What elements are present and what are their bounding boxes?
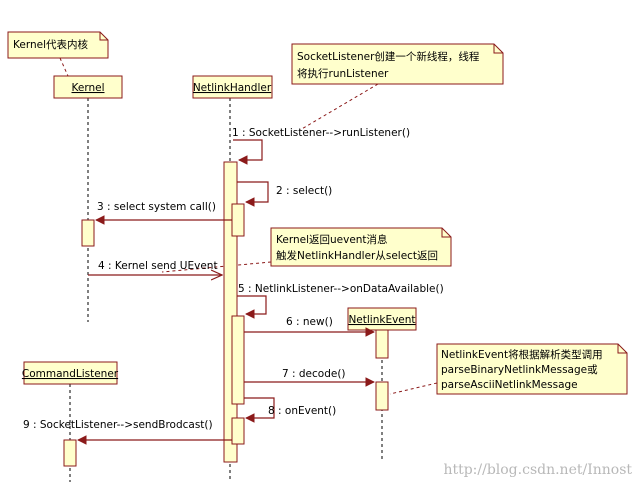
message-6-label: 6 : new(): [286, 316, 333, 328]
socketlistener-note-line-2: 将执行runListener: [297, 67, 389, 80]
message-7: 7 : decode(): [244, 368, 375, 387]
kernel-object-label: Kernel: [72, 82, 105, 94]
socketlistener-note-connector: [299, 83, 379, 131]
netlinkevent-note-connector: [389, 382, 438, 395]
message-8-label: 8 : onEvent(): [268, 405, 336, 417]
message-2-label: 2 : select(): [276, 185, 332, 197]
kernel-object: Kernel: [53, 75, 123, 99]
kernel-uevent-note: Kernel返回uevent消息 触发NetlinkHandler从select…: [270, 227, 452, 267]
kernel-uevent-note-line-1: Kernel返回uevent消息: [276, 233, 388, 246]
message-3-label: 3 : select system call(): [97, 201, 216, 213]
kernel-uevent-note-connector: [161, 261, 272, 273]
message-9: 9 : SocketListener-->sendBrodcast(): [23, 419, 232, 445]
commandlistener-object: CommandListener: [22, 361, 119, 385]
netlinkhandler-activation-select: [231, 203, 245, 237]
netlinkhandler-activation-ondataavailable: [231, 315, 245, 405]
message-4: 4 : Kernel send UEvent: [88, 260, 222, 275]
socketlistener-note: SocketListener创建一个新线程，线程 将执行runListener: [291, 43, 504, 85]
message-4-label: 4 : Kernel send UEvent: [98, 260, 218, 272]
watermark: http://blog.csdn.net/Innost: [443, 462, 632, 478]
kernel-note-connector: [59, 57, 69, 77]
message-1-label: 1 : SocketListener-->runListener(): [232, 127, 410, 139]
message-6: 6 : new(): [244, 316, 375, 337]
kernel-note-text: Kernel代表内核: [13, 38, 88, 51]
kernel-uevent-note-line-2: 触发NetlinkHandler从select返回: [276, 249, 438, 262]
netlinkevent-object-label: NetlinkEvent: [348, 314, 415, 326]
netlinkhandler-activation-onevent: [231, 417, 245, 445]
kernel-note: Kernel代表内核: [7, 31, 109, 59]
message-2: 2 : select(): [237, 181, 332, 207]
netlinkhandler-object-label: NetlinkHandler: [193, 82, 272, 94]
message-7-label: 7 : decode(): [282, 368, 346, 380]
netlinkevent-object: NetlinkEvent: [347, 307, 417, 331]
netlinkevent-note: NetlinkEvent将根据解析类型调用 parseBinaryNetlink…: [436, 343, 628, 395]
commandlistener-object-label: CommandListener: [22, 368, 119, 380]
commandlistener-activation: [63, 439, 77, 467]
message-8: 8 : onEvent(): [244, 397, 336, 423]
message-5-label: 5 : NetlinkListener-->onDataAvailable(): [238, 283, 444, 295]
netlinkhandler-object: NetlinkHandler: [192, 75, 273, 99]
message-1: 1 : SocketListener-->runListener(): [232, 127, 410, 165]
message-3: 3 : select system call(): [95, 201, 232, 225]
kernel-activation: [81, 219, 95, 247]
netlinkevent-note-line-3: parseAsciiNetlinkMessage: [441, 379, 578, 391]
netlinkevent-note-line-2: parseBinaryNetlinkMessage或: [441, 364, 598, 376]
netlinkevent-activation-new: [375, 329, 389, 359]
message-9-label: 9 : SocketListener-->sendBrodcast(): [23, 419, 213, 431]
netlinkevent-note-line-1: NetlinkEvent将根据解析类型调用: [441, 348, 603, 361]
socketlistener-note-line-1: SocketListener创建一个新线程，线程: [297, 50, 480, 63]
netlinkevent-activation-decode: [375, 381, 389, 411]
message-5: 5 : NetlinkListener-->onDataAvailable(): [237, 283, 444, 319]
